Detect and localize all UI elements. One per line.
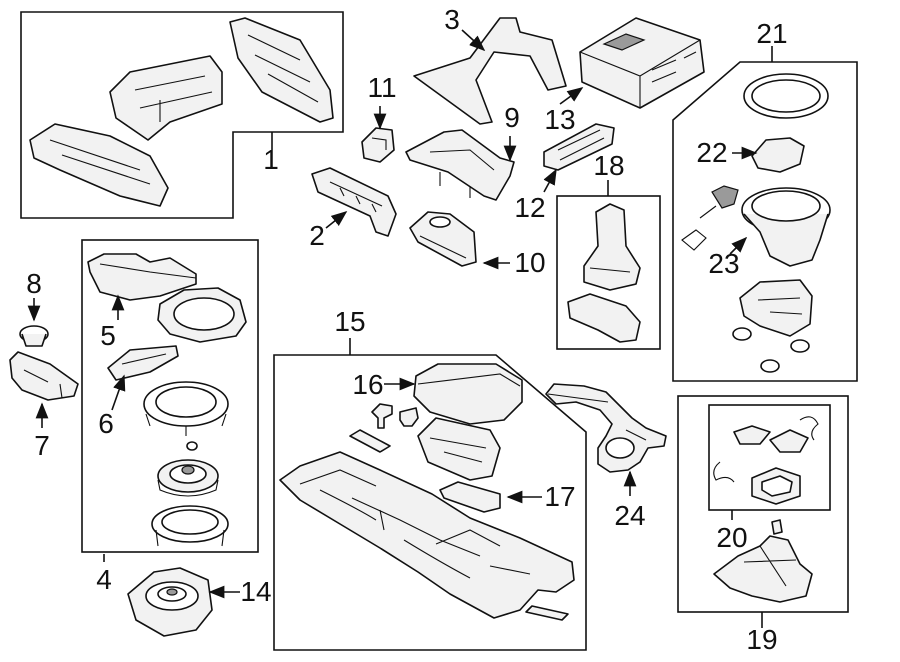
part-19-shifter-base — [713, 519, 813, 603]
callout-21: 21 — [756, 18, 788, 49]
callout-3: 3 — [444, 4, 460, 35]
callout-1: 1 — [263, 144, 279, 175]
part-1-trim-panels — [29, 17, 334, 207]
part-4-speaker-ring-upper — [157, 287, 247, 343]
callout-4: 4 — [96, 564, 112, 595]
part-20-latch-kit — [713, 416, 819, 505]
group-box-20 — [708, 404, 831, 511]
callout-13: 13 — [544, 104, 576, 135]
callout-17: 17 — [544, 481, 576, 512]
part-7-switch-cover — [9, 351, 79, 401]
part-2-bracket — [311, 167, 397, 237]
part-3-trim-bezel — [413, 17, 567, 125]
group-box-21 — [672, 61, 858, 382]
part-9-console-bracket — [405, 129, 515, 201]
part-8-clip — [19, 325, 49, 347]
part-15-fasteners — [371, 403, 419, 429]
part-24-brake-handle — [545, 383, 667, 473]
part-13-media-hub — [579, 17, 705, 109]
part-14-speaker — [127, 567, 213, 637]
part-4-speaker-cone — [157, 459, 219, 497]
part-15-storage-bin — [417, 417, 501, 481]
part-18-shift-boot — [567, 203, 641, 343]
callout-10: 10 — [514, 247, 546, 278]
part-4-speaker-ring-mid — [143, 381, 229, 451]
callout-9: 9 — [504, 102, 520, 133]
part-6-bracket — [107, 345, 179, 381]
callout-19: 19 — [746, 624, 778, 655]
group-box-4 — [81, 239, 259, 553]
part-15-console-body — [279, 451, 575, 619]
part-17-mat — [439, 481, 501, 513]
callout-15: 15 — [334, 306, 366, 337]
part-5-trim-panel — [87, 253, 197, 301]
callout-22: 22 — [696, 137, 728, 168]
callout-11: 11 — [367, 72, 397, 103]
part-4-speaker-ring-lower — [151, 505, 229, 547]
callout-18: 18 — [593, 150, 625, 181]
callout-5: 5 — [100, 320, 116, 351]
callout-8: 8 — [26, 268, 42, 299]
callout-6: 6 — [98, 408, 114, 439]
part-11-switch — [361, 127, 395, 163]
group-box-19 — [677, 395, 849, 613]
part-10-module — [409, 211, 477, 267]
callout-24: 24 — [614, 500, 646, 531]
part-22-cap — [751, 137, 805, 173]
group-box-1 — [20, 11, 344, 219]
group-box-15 — [273, 354, 587, 651]
part-21-cupholder-ring — [743, 73, 829, 119]
part-23-cupholder — [681, 185, 831, 373]
callout-23: 23 — [708, 248, 740, 279]
callout-14: 14 — [240, 576, 272, 607]
leader-lines — [27, 29, 773, 628]
callout-20: 20 — [716, 522, 748, 553]
part-16-armrest-lid — [413, 363, 523, 425]
callout-16: 16 — [352, 369, 384, 400]
callout-7: 7 — [34, 430, 50, 461]
part-12-switch-panel — [543, 123, 615, 171]
part-15-small-pads — [349, 429, 569, 621]
callout-12: 12 — [514, 192, 546, 223]
callout-2: 2 — [309, 220, 325, 251]
